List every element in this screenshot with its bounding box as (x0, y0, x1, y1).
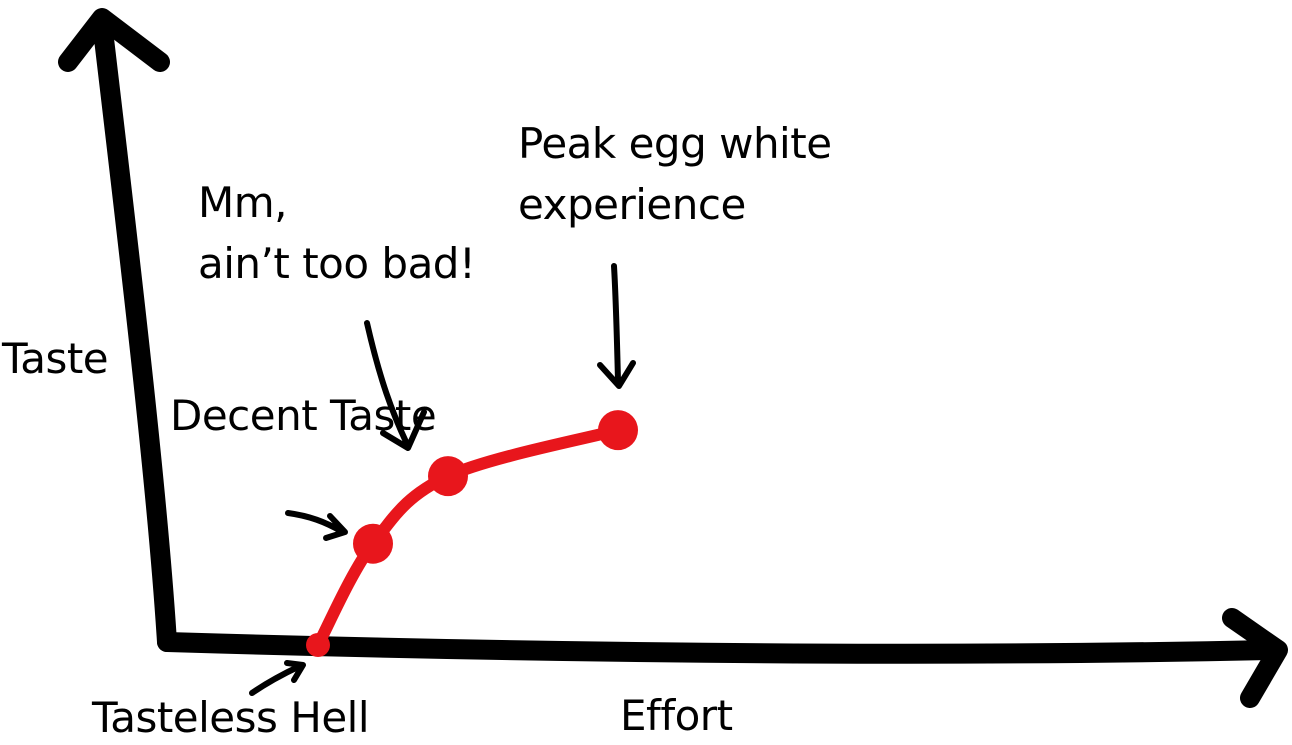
label-decent-taste: Decent Taste (170, 391, 436, 440)
arrow-peak (597, 263, 636, 389)
arrow-aint-too-bad (364, 320, 427, 451)
taste-curve (312, 424, 624, 651)
x-axis-label: Effort (620, 691, 733, 740)
y-axis-label: Taste (1, 334, 108, 383)
annotation-arrows (249, 263, 636, 696)
data-points (306, 410, 638, 657)
label-tasteless-hell: Tasteless Hell (91, 693, 369, 742)
label-aint-too-bad: Mm,ain’t too bad! (198, 178, 475, 288)
point-tasteless-hell (306, 633, 330, 657)
x-axis-line (157, 632, 1280, 664)
point-labels: Tasteless Hell Decent Taste Mm,ain’t too b… (91, 119, 832, 742)
point-decent-taste (353, 523, 393, 564)
point-aint-too-bad (428, 456, 468, 497)
point-peak (598, 410, 638, 451)
x-axis-arrowhead (1222, 608, 1288, 708)
y-axis-line (92, 12, 177, 652)
arrow-decent-taste (285, 510, 348, 541)
y-axis-arrowhead (58, 8, 170, 72)
arrow-tasteless-hell (249, 660, 306, 696)
